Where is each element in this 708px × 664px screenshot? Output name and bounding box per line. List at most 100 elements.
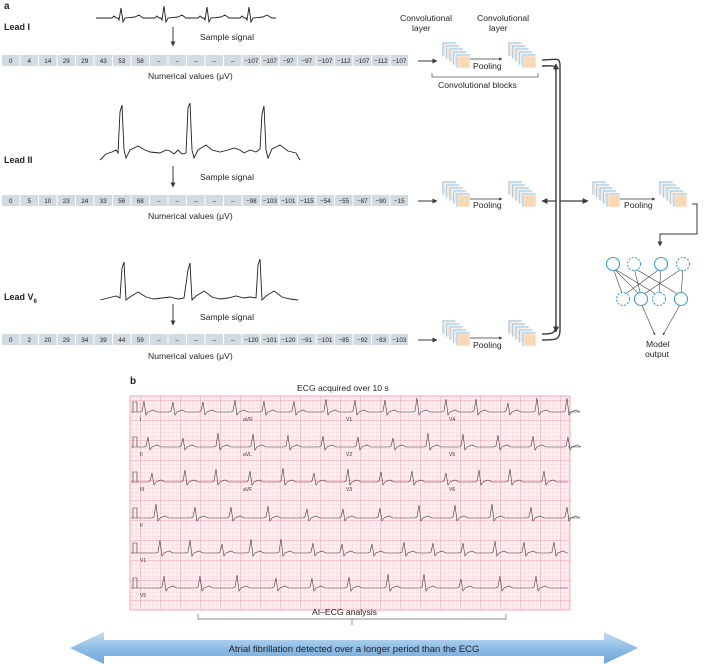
value-cell-text: −107 bbox=[244, 58, 259, 65]
value-cell bbox=[335, 55, 353, 66]
value-cell bbox=[113, 55, 131, 66]
ecg-lead-label: aVF bbox=[243, 487, 252, 493]
nn-node bbox=[653, 256, 669, 272]
value-cell-text: 0 bbox=[9, 337, 13, 344]
value-cell bbox=[298, 195, 316, 206]
network-edges bbox=[612, 267, 684, 336]
value-cell-text: 0 bbox=[9, 198, 13, 205]
value-cell bbox=[316, 195, 334, 206]
value-cell bbox=[2, 195, 20, 206]
value-cell-text: −112 bbox=[374, 58, 388, 65]
ecg-trace-row bbox=[132, 503, 581, 522]
ecg-lead-label: V5 bbox=[449, 452, 455, 458]
ecg-lead-label: V3 bbox=[346, 487, 352, 493]
value-cell-text: – bbox=[175, 198, 179, 205]
ecg-calibration-pulse bbox=[131, 542, 138, 554]
ecg-calibration-pulse bbox=[131, 436, 138, 448]
value-cell-text: −101 bbox=[318, 337, 333, 344]
feature-map-stack bbox=[658, 180, 688, 208]
feature-map-stack bbox=[507, 319, 537, 347]
value-cell bbox=[224, 195, 242, 206]
value-cell-text: 39 bbox=[100, 337, 108, 344]
value-cell bbox=[242, 334, 260, 345]
value-cell-text: – bbox=[194, 337, 198, 344]
feature-map-front bbox=[457, 55, 471, 69]
panel-a-label: a bbox=[4, 1, 10, 12]
value-cell bbox=[20, 334, 38, 345]
feature-map-stack bbox=[507, 41, 537, 69]
values-label-1: Numerical values (μV) bbox=[148, 71, 233, 81]
ecg-trace-row bbox=[132, 573, 568, 592]
value-cell-text: 34 bbox=[81, 337, 89, 344]
ecg-trace-row bbox=[132, 538, 568, 557]
value-cell bbox=[20, 55, 38, 66]
value-cell bbox=[205, 334, 223, 345]
value-cell bbox=[353, 195, 371, 206]
value-cell-text: −87 bbox=[357, 198, 368, 205]
value-cell bbox=[279, 334, 297, 345]
ecg-calibration-pulse bbox=[131, 507, 138, 519]
value-cell-text: −112 bbox=[337, 58, 351, 65]
value-cell bbox=[187, 55, 205, 66]
feature-map-stack bbox=[441, 319, 471, 347]
value-cell-text: 43 bbox=[100, 58, 108, 65]
value-cell-text: 68 bbox=[137, 198, 145, 205]
value-cell-text: −97 bbox=[301, 58, 312, 65]
ecg-lead-label: III bbox=[140, 487, 144, 493]
value-cell bbox=[298, 334, 316, 345]
value-cell bbox=[39, 55, 57, 66]
value-cell bbox=[57, 55, 75, 66]
value-cell-text: −85 bbox=[338, 337, 349, 344]
ecg-calibration-pulse bbox=[131, 471, 138, 483]
value-cell bbox=[390, 334, 408, 345]
value-cell-text: −15 bbox=[394, 198, 405, 205]
merge-line-inner bbox=[541, 65, 557, 335]
value-cell bbox=[150, 195, 168, 206]
value-cell-text: 10 bbox=[44, 198, 52, 205]
value-cell bbox=[2, 334, 20, 345]
conv-blocks-label: Convolutional blocks bbox=[438, 80, 517, 90]
ecg-lead-label: V6 bbox=[449, 487, 455, 493]
value-cell bbox=[131, 55, 149, 66]
value-cell-text: 2 bbox=[27, 337, 31, 344]
value-cell bbox=[94, 334, 112, 345]
value-cell-text: – bbox=[157, 337, 161, 344]
lead-v6-trace bbox=[99, 258, 299, 302]
value-cell bbox=[279, 195, 297, 206]
sample-label-2: Sample signal bbox=[200, 172, 254, 182]
feature-map-stack bbox=[507, 180, 537, 208]
value-cell bbox=[113, 195, 131, 206]
banner-text: Atrial fibrillation detected over a long… bbox=[229, 644, 480, 655]
value-cell bbox=[242, 55, 260, 66]
nn-node-dropout bbox=[615, 291, 631, 307]
ecg-traces bbox=[131, 397, 582, 592]
value-cell-text: 5 bbox=[27, 198, 31, 205]
value-cell bbox=[187, 195, 205, 206]
value-cell-text: −120 bbox=[281, 337, 296, 344]
value-cell-text: – bbox=[157, 58, 161, 65]
ecg-trace-row bbox=[132, 397, 581, 416]
value-cell-text: – bbox=[194, 58, 198, 65]
value-cell bbox=[224, 55, 242, 66]
value-cell-text: 59 bbox=[137, 337, 145, 344]
value-cell-text: −91 bbox=[301, 337, 312, 344]
ecg-calibration-pulse bbox=[131, 401, 138, 413]
value-cell bbox=[57, 334, 75, 345]
value-cell bbox=[372, 195, 390, 206]
lead-i-label: Lead I bbox=[4, 22, 30, 32]
value-cell-text: −120 bbox=[244, 337, 259, 344]
ecg-lead-label: V4 bbox=[449, 417, 455, 423]
value-cell bbox=[372, 334, 390, 345]
value-cell bbox=[150, 55, 168, 66]
values-label-2: Numerical values (μV) bbox=[148, 211, 233, 221]
value-cell bbox=[76, 55, 94, 66]
value-cell-text: −115 bbox=[300, 198, 314, 205]
value-cell-text: – bbox=[231, 198, 235, 205]
value-cell-text: 20 bbox=[44, 337, 52, 344]
value-cell bbox=[316, 334, 334, 345]
value-cell bbox=[20, 195, 38, 206]
ecg-lead-label: aVL bbox=[243, 452, 252, 458]
